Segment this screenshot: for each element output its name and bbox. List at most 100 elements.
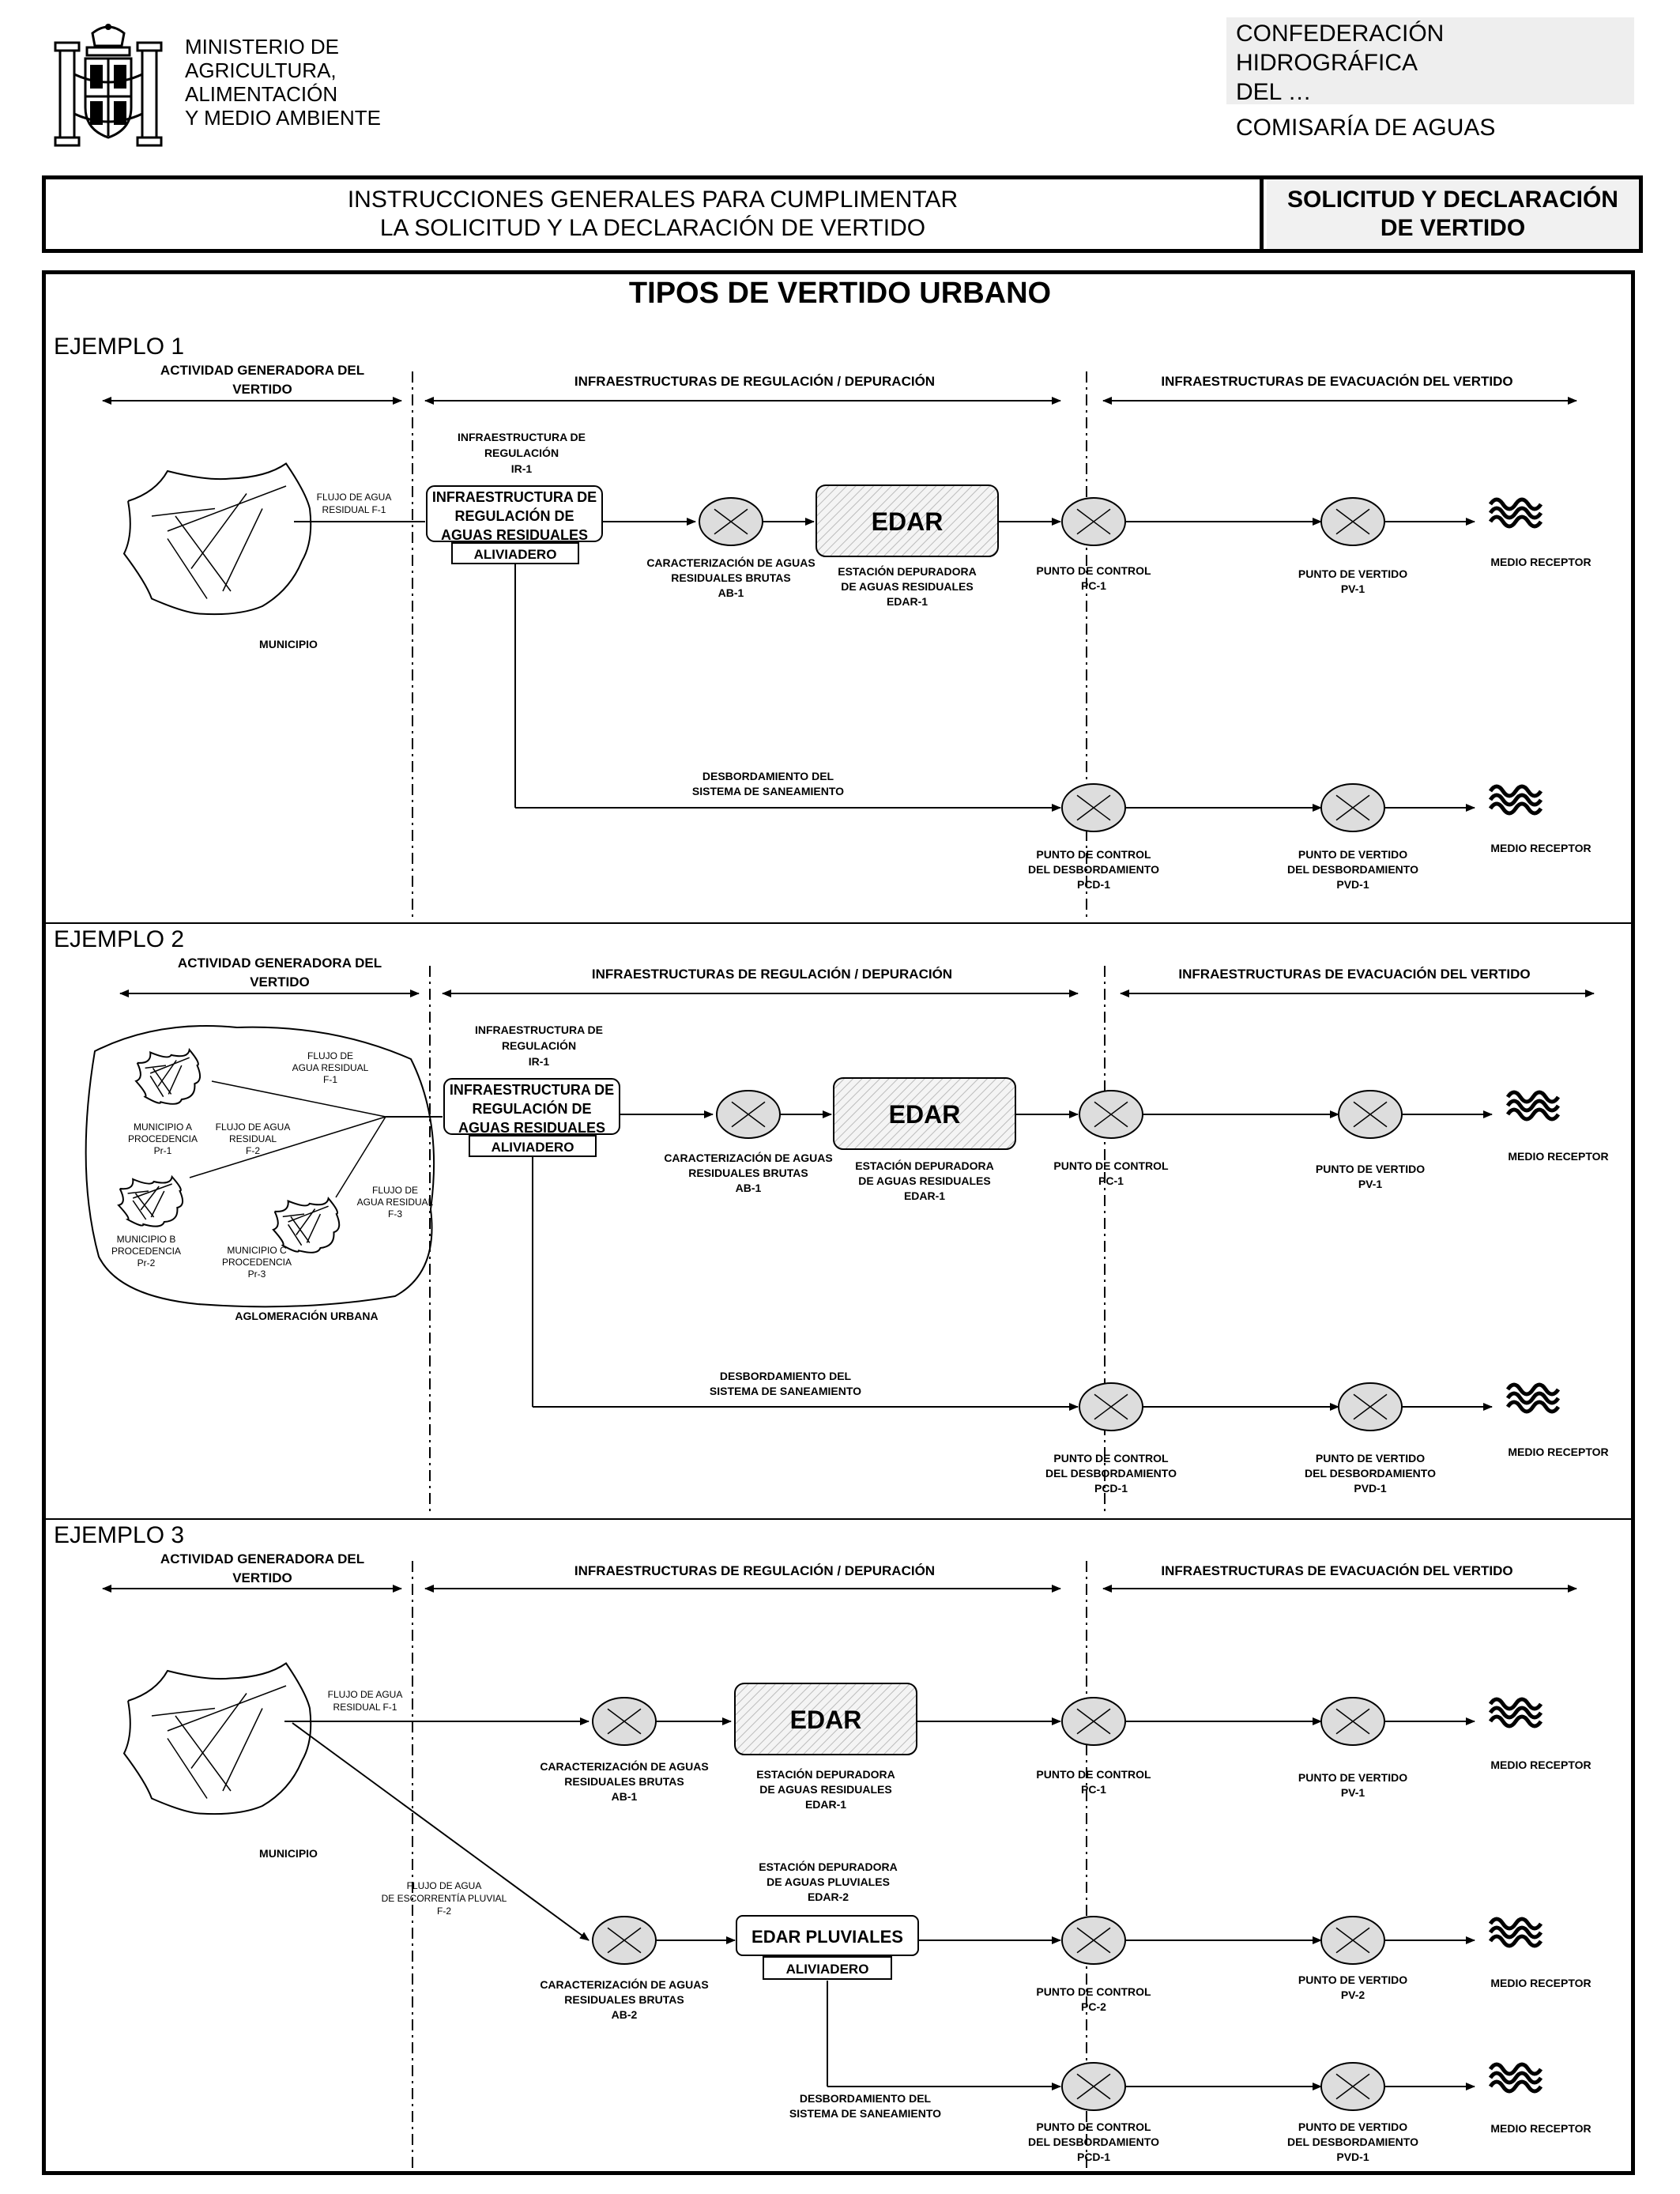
discharge-point-label: PUNTO DE VERTIDO [1298, 567, 1407, 580]
characterization-label: RESIDUALES BRUTAS [564, 1993, 684, 2006]
flow-f2-label: F-2 [246, 1145, 260, 1156]
municipality-label: MUNICIPIO [259, 1847, 318, 1860]
water-waves-icon [1488, 784, 1543, 798]
characterization-label: RESIDUALES BRUTAS [564, 1775, 684, 1788]
banner-form-title: SOLICITUD Y DECLARACIÓN DE VERTIDO [1267, 179, 1639, 249]
municipality-streets [150, 1190, 165, 1218]
overflow-label: SISTEMA DE SANEAMIENTO [692, 785, 844, 797]
regulation-caption: INFRAESTRUCTURA DE [458, 431, 586, 443]
confederation-line: DEL … [1236, 79, 1312, 105]
receiving-water-label: MEDIO RECEPTOR [1490, 1977, 1591, 1989]
municipality-streets [167, 538, 208, 599]
water-waves-icon [1488, 2071, 1543, 2085]
coat-of-arms-icon [54, 24, 163, 147]
characterization-label: AB-1 [718, 586, 744, 599]
flow-f1-label: AGUA RESIDUAL [292, 1062, 369, 1073]
stormwater-plant-label: DE AGUAS PLUVIALES [767, 1875, 890, 1888]
regulation-box-label: INFRAESTRUCTURA DE [432, 489, 597, 505]
municipality-streets [140, 1186, 160, 1211]
section-evacuation-label: INFRAESTRUCTURAS DE EVACUACIÓN DEL VERTI… [1161, 374, 1512, 389]
control-point-cross [731, 1101, 766, 1128]
characterization-label: CARACTERIZACIÓN DE AGUAS [540, 1977, 708, 1991]
section-regulation-label: INFRAESTRUCTURAS DE REGULACIÓN / DEPURAC… [574, 1563, 935, 1578]
receiving-water-label: MEDIO RECEPTOR [1508, 1150, 1608, 1163]
section-evacuation-label: INFRAESTRUCTURAS DE EVACUACIÓN DEL VERTI… [1161, 1563, 1512, 1578]
discharge-point-label: PV-1 [1341, 1786, 1365, 1799]
municipality-outline [117, 1174, 184, 1227]
flow-f1-label: FLUJO DE AGUA [317, 492, 392, 503]
treatment-plant-label: EDAR-1 [887, 595, 928, 608]
control-point-cross [607, 1927, 642, 1954]
flow-f2-label: F-2 [437, 1906, 451, 1917]
stormwater-plant-box [736, 1915, 919, 1956]
municipality-streets [175, 1715, 232, 1792]
receiving-water-label: MEDIO RECEPTOR [1490, 1759, 1591, 1771]
flow-f2-label: FLUJO DE AGUA [216, 1122, 291, 1133]
agglomeration-label: AGLOMERACIÓN URBANA [235, 1309, 378, 1322]
municipality-streets [167, 1685, 287, 1732]
characterization-label: RESIDUALES BRUTAS [671, 571, 790, 584]
example-3-label: EJEMPLO 3 [54, 1522, 185, 1548]
control-point-cross [1335, 794, 1370, 821]
section-activity-label: VERTIDO [232, 1570, 292, 1585]
overflow-discharge-point-label: PUNTO DE VERTIDO [1298, 2120, 1407, 2133]
discharge-point-label: PUNTO DE VERTIDO [1298, 1771, 1407, 1784]
regulation-box [443, 1078, 620, 1135]
overflow-discharge-point-label: DEL DESBORDAMIENTO [1287, 863, 1418, 876]
characterization-label: CARACTERIZACIÓN DE AGUAS [646, 556, 815, 569]
municipality-streets [190, 1693, 247, 1769]
stormwater-plant-name: EDAR PLUVIALES [751, 1927, 903, 1947]
flow-f1-label: RESIDUAL F-1 [333, 1702, 397, 1713]
characterization-label: CARACTERIZACIÓN DE AGUAS [540, 1759, 708, 1773]
section-activity-label: VERTIDO [232, 382, 292, 397]
control-point-label: PUNTO DE CONTROL [1036, 1768, 1151, 1781]
water-waves-icon [1488, 1706, 1543, 1720]
diagram-layer: ACTIVIDAD GENERADORA DEL VERTIDO INFRAESTR… [46, 363, 1631, 2169]
municipality-streets [282, 1213, 305, 1218]
aliviadero-label: ALIVIADERO [474, 547, 557, 562]
receiving-water-label: MEDIO RECEPTOR [1490, 842, 1591, 854]
control-point-label: PC-1 [1081, 579, 1106, 592]
discharge-point-label: PV-1 [1358, 1178, 1383, 1190]
ministry-line: Y MEDIO AMBIENTE [185, 106, 382, 130]
flow-line [292, 1722, 590, 1941]
municipality-outline [134, 1047, 202, 1105]
municipality-streets [190, 493, 247, 569]
receiving-water-label: MEDIO RECEPTOR [1490, 556, 1591, 568]
water-waves-icon [1505, 1090, 1561, 1104]
regulation-caption: INFRAESTRUCTURA DE [475, 1023, 603, 1036]
municipality-a-label: PROCEDENCIA [128, 1133, 198, 1144]
section-activity-label: ACTIVIDAD GENERADORA DEL [160, 363, 364, 378]
flow-f2-label: RESIDUAL [229, 1133, 277, 1144]
water-waves-icon [1505, 1400, 1561, 1414]
aliviadero-label: ALIVIADERO [492, 1140, 574, 1155]
characterization-label: RESIDUALES BRUTAS [688, 1167, 808, 1179]
ministry-line: MINISTERIO DE [185, 35, 340, 58]
control-point-label: PC-1 [1081, 1783, 1106, 1796]
control-point-cross [607, 1708, 642, 1735]
regulation-caption: IR-1 [529, 1055, 550, 1068]
agglomeration-outline [85, 1025, 435, 1308]
flow-f2-label: DE ESCORRENTÍA PLUVIAL [382, 1892, 507, 1904]
water-waves-icon [1505, 1391, 1561, 1405]
municipality-streets [175, 515, 232, 592]
confederation-box: CONFEDERACIÓN HIDROGRÁFICA DEL … [1226, 17, 1634, 105]
municipality-streets [306, 1213, 322, 1243]
control-point-cross [1094, 1393, 1128, 1420]
overflow-control-point-label: PUNTO DE CONTROL [1036, 2120, 1151, 2133]
water-waves-icon [1488, 1697, 1543, 1711]
control-point-cross [1076, 2073, 1111, 2100]
overflow-discharge-point-label: PVD-1 [1354, 1482, 1386, 1495]
flow-f1-label: FLUJO DE [307, 1050, 353, 1061]
control-point-cross [1353, 1393, 1388, 1420]
treatment-plant-label: DE AGUAS RESIDUALES [858, 1174, 991, 1187]
control-point-label: PUNTO DE CONTROL [1036, 564, 1151, 577]
section-regulation-label: INFRAESTRUCTURAS DE REGULACIÓN / DEPURAC… [574, 374, 935, 389]
water-waves-icon [1488, 2079, 1543, 2094]
regulation-box-label: REGULACIÓN DE [454, 507, 574, 524]
receiving-water-label: MEDIO RECEPTOR [1490, 2122, 1591, 2135]
section-activity-label: ACTIVIDAD GENERADORA DEL [178, 956, 382, 971]
municipality-b-label: Pr-2 [137, 1257, 156, 1269]
overflow-discharge-point-label: PVD-1 [1336, 878, 1369, 891]
